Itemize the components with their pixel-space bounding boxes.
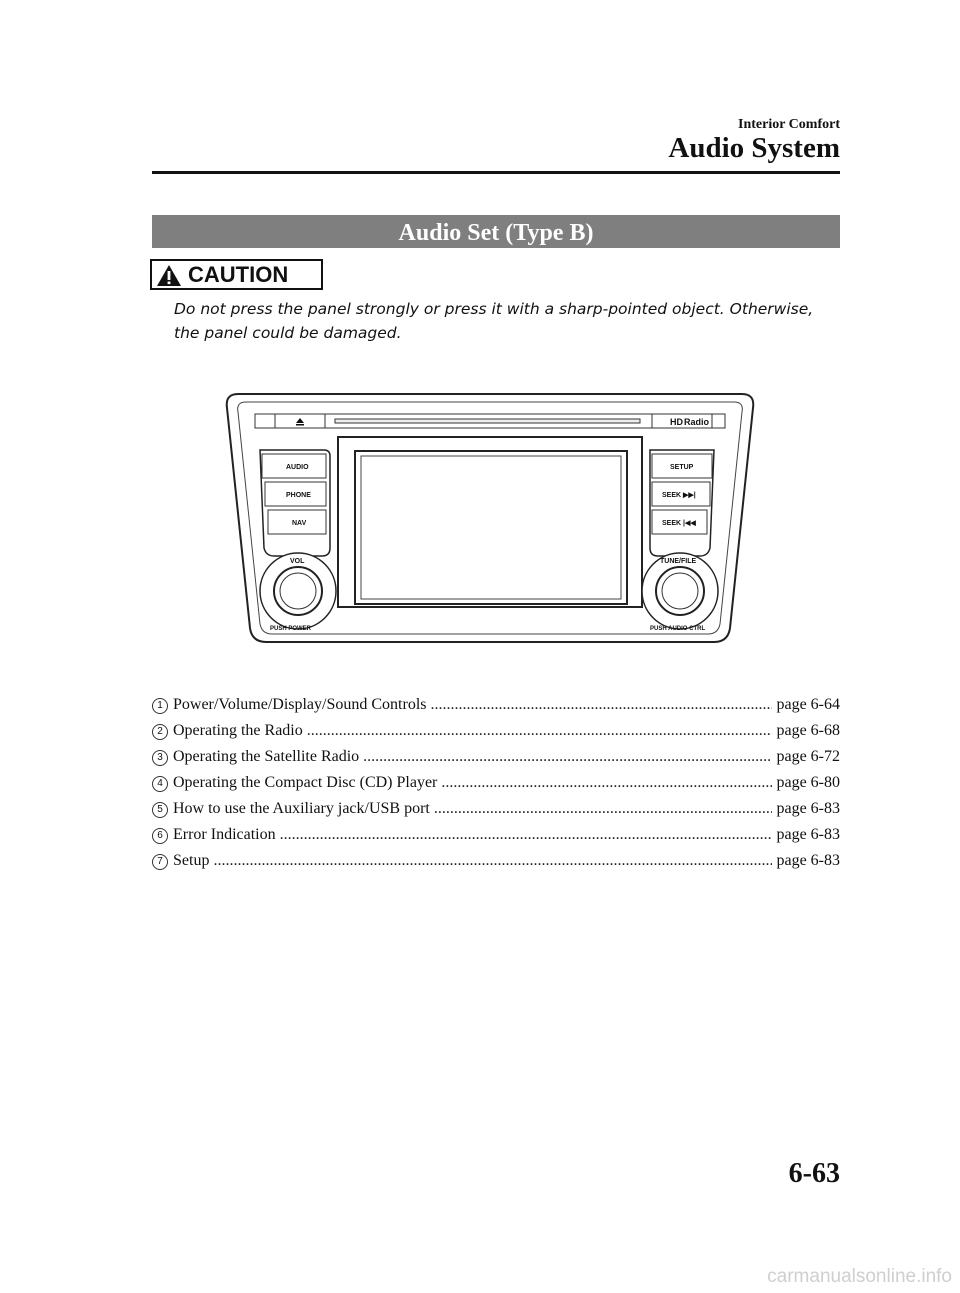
toc-page: page 6-64 — [776, 696, 840, 713]
toc-page: page 6-83 — [776, 800, 840, 817]
audio-unit-diagram: HD Radio AUDIO PHONE NAV SETUP SEEK ▶▶| … — [225, 393, 755, 643]
toc-title: How to use the Auxiliary jack/USB port — [173, 800, 430, 817]
toc-title: Setup — [173, 852, 210, 869]
seek-down-button[interactable]: SEEK |◀◀ — [662, 520, 696, 527]
toc-row[interactable]: 4 Operating the Compact Disc (CD) Player… — [152, 773, 840, 799]
callout-number: 5 — [152, 802, 168, 818]
toc-page: page 6-83 — [776, 852, 840, 869]
toc-title: Power/Volume/Display/Sound Controls — [173, 696, 427, 713]
hd-radio-label: Radio — [684, 417, 710, 427]
toc-row[interactable]: 1 Power/Volume/Display/Sound Controls ..… — [152, 695, 840, 721]
page-number: 6-63 — [788, 1158, 840, 1189]
eject-icon — [296, 418, 304, 423]
seek-up-button[interactable]: SEEK ▶▶| — [662, 492, 696, 499]
callout-number: 2 — [152, 724, 168, 740]
caution-label: CAUTION — [188, 262, 289, 287]
toc-title: Operating the Radio — [173, 722, 303, 739]
vol-label: VOL — [290, 558, 305, 565]
callout-number: 1 — [152, 698, 168, 714]
callout-number: 7 — [152, 854, 168, 870]
toc-title: Error Indication — [173, 826, 276, 843]
push-audio-ctrl-label: PUSH AUDIO CTRL — [650, 626, 705, 632]
callout-number: 3 — [152, 750, 168, 766]
toc-leader-dots: ........................................… — [433, 800, 773, 817]
watermark[interactable]: carmanualsonline.info — [767, 1266, 952, 1287]
toc-row[interactable]: 7 Setup ................................… — [152, 851, 840, 877]
toc-title: Operating the Satellite Radio — [173, 748, 360, 765]
caution-text: Do not press the panel strongly or press… — [174, 300, 814, 342]
tune-file-label: TUNE/FILE — [660, 558, 696, 565]
toc-page: page 6-83 — [776, 826, 840, 843]
toc-leader-dots: ........................................… — [306, 722, 773, 739]
toc-page: page 6-68 — [776, 722, 840, 739]
toc-row[interactable]: 2 Operating the Radio ..................… — [152, 721, 840, 747]
toc-leader-dots: ........................................… — [279, 826, 773, 843]
header-rule — [152, 171, 840, 174]
nav-button[interactable]: NAV — [292, 520, 307, 527]
push-power-label: PUSH POWER — [270, 626, 312, 632]
caution-box: CAUTION — [150, 259, 323, 290]
setup-button[interactable]: SETUP — [670, 464, 694, 471]
toc-title: Operating the Compact Disc (CD) Player — [173, 774, 438, 791]
section-kicker: Interior Comfort — [738, 117, 840, 132]
audio-button[interactable]: AUDIO — [286, 464, 309, 471]
section-title: Audio System — [668, 132, 840, 164]
warning-triangle-icon — [157, 265, 181, 286]
toc-page: page 6-80 — [776, 774, 840, 791]
toc-leader-dots: ........................................… — [363, 748, 773, 765]
callout-number: 4 — [152, 776, 168, 792]
toc-leader-dots: ........................................… — [213, 852, 772, 869]
section-banner: Audio Set (Type B) — [152, 215, 840, 248]
callout-number: 6 — [152, 828, 168, 844]
toc-page: page 6-72 — [776, 748, 840, 765]
toc-leader-dots: ........................................… — [441, 774, 773, 791]
toc-row[interactable]: 6 Error Indication .....................… — [152, 825, 840, 851]
table-of-contents: 1 Power/Volume/Display/Sound Controls ..… — [152, 695, 840, 877]
toc-leader-dots: ........................................… — [430, 696, 773, 713]
hd-logo: HD — [670, 417, 683, 427]
toc-row[interactable]: 5 How to use the Auxiliary jack/USB port… — [152, 799, 840, 825]
phone-button[interactable]: PHONE — [286, 492, 311, 499]
toc-row[interactable]: 3 Operating the Satellite Radio ........… — [152, 747, 840, 773]
